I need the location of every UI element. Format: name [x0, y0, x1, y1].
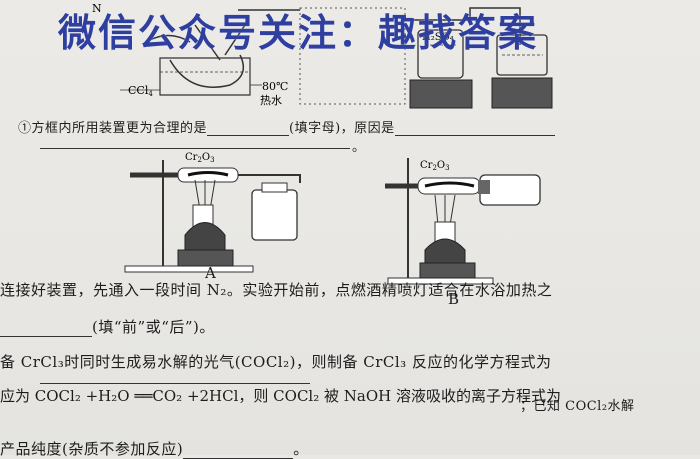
h2so4-label: H₂SO₄ [422, 32, 454, 43]
n2-label: N [92, 2, 102, 15]
answer-line-equation[interactable] [40, 383, 310, 384]
question-marker: ① [18, 121, 32, 136]
question-1-text-b: (填字母)，原因是 [289, 121, 395, 136]
answer-line-continued[interactable] [40, 148, 350, 149]
text-line-5-content: 产品纯度(杂质不参加反应) [0, 440, 184, 458]
watermark-text: 微信公众号关注：趣找答案 [58, 11, 539, 55]
temp-label: 80℃ [262, 80, 288, 93]
answer-blank-before-after[interactable] [0, 322, 92, 337]
figure-apparatus: Cr2O3 Cr2O3 [124, 152, 541, 285]
text-line-5-end: 。 [293, 440, 309, 458]
text-line-5: 产品纯度(杂质不参加反应) 。 [0, 438, 309, 459]
question-1-line: ①方框内所用装置更为合理的是 (填字母)，原因是 [18, 117, 555, 136]
answer-blank-reason[interactable] [394, 121, 555, 136]
figure-label-a: A [205, 264, 217, 282]
figure-label-b: B [448, 290, 460, 308]
top-apparatus: N CCl4 80℃ 热水 H₂SO₄ [92, 2, 553, 109]
text-line-2: (填“前”或“后”)。 [0, 316, 215, 337]
reagent-a-label: Cr2O3 [185, 152, 215, 164]
text-line-4: 应为 COCl₂ +H₂O ══CO₂ +2HCl，则 COCl₂ 被 NaOH… [0, 385, 561, 406]
text-line-4-content: 应为 COCl₂ +H₂O ══CO₂ +2HCl，则 COCl₂ 被 NaOH… [0, 387, 561, 405]
ccl4-label: CCl4 [128, 84, 153, 98]
hot-water-label: 热水 [260, 94, 282, 107]
answer-blank-letter[interactable] [207, 121, 290, 136]
text-line-1: 连接好装置，先通入一段时间 N₂。实验开始前，点燃酒精喷灯适合在水浴加热之 [0, 281, 553, 299]
text-line-4-tail: ；已知 COCl₂水解 [520, 399, 635, 414]
question-1-text-a: 方框内所用装置更为合理的是 [31, 121, 208, 136]
text-line-2-content: (填“前”或“后”)。 [92, 318, 215, 336]
text-line-3: 备 CrCl₃时同时生成易水解的光气(COCl₂)，则制备 CrCl₃ 反应的化… [0, 353, 552, 371]
question-1-end: 。 [352, 140, 366, 155]
reagent-b-label: Cr2O3 [420, 160, 450, 172]
answer-blank-purity[interactable] [183, 444, 294, 459]
